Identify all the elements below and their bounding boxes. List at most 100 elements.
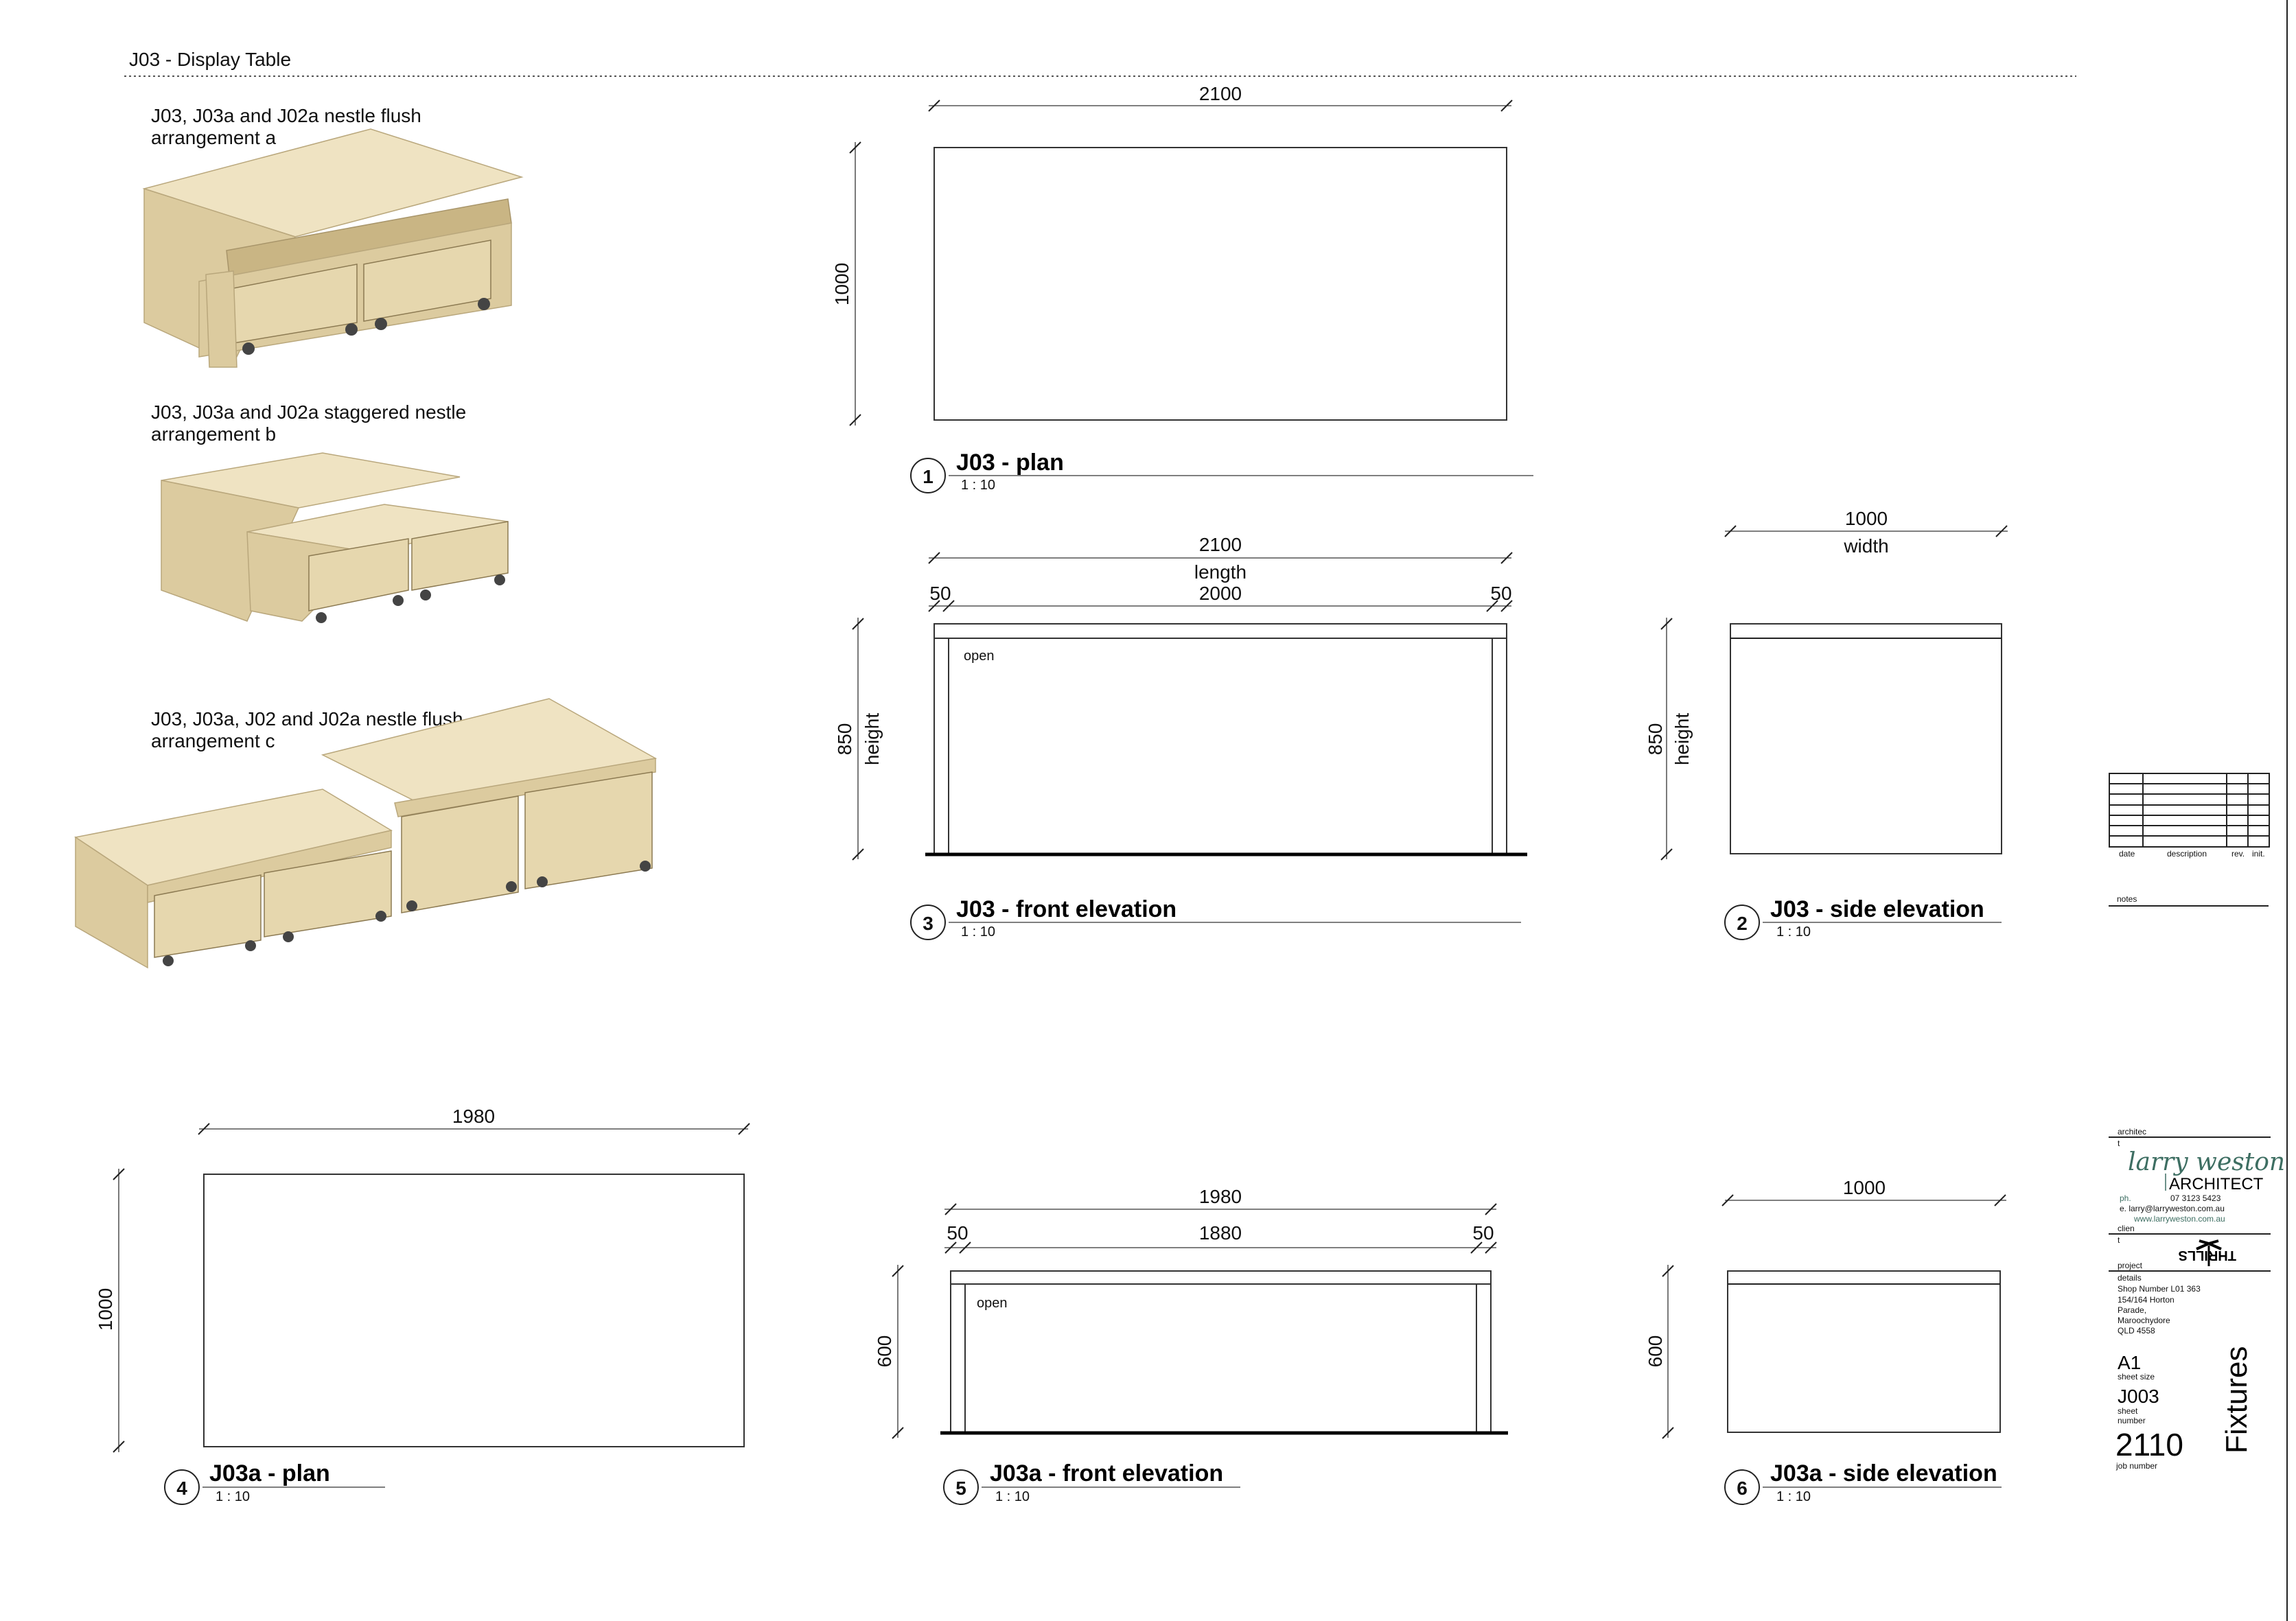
arrangement-b-caption: J03, J03a and J02a staggered nestle <box>151 401 466 423</box>
view-number: 1 <box>923 466 934 487</box>
view-number: 4 <box>176 1478 187 1499</box>
dim-height: 850 <box>834 723 855 756</box>
dim-width: 1000 <box>1843 1177 1886 1198</box>
dim-depth: 1000 <box>95 1288 116 1331</box>
email-link[interactable]: e. larry@larryweston.com.au <box>2120 1204 2225 1213</box>
project-label-cont: details <box>2118 1273 2142 1283</box>
arrangement-c-caption: J03, J03a, J02 and J02a nestle flush <box>151 708 463 730</box>
phone: 07 3123 5423 <box>2170 1193 2221 1203</box>
architect-label: architec <box>2118 1127 2146 1136</box>
col-description: description <box>2167 849 2207 859</box>
view-title: J03a - plan <box>209 1460 330 1486</box>
dim-width: 2100 <box>1199 83 1242 104</box>
view-scale: 1 : 10 <box>1776 924 1811 940</box>
dim-mid: 1880 <box>1199 1222 1242 1244</box>
view-scale: 1 : 10 <box>961 478 995 493</box>
left-leg <box>950 1283 966 1433</box>
sheet-number-label-cont: number <box>2118 1416 2146 1425</box>
revision-table: date description rev. init. notes <box>2109 773 2270 907</box>
view-title: J03 - side elevation <box>1770 896 1984 922</box>
sheet-number-label: sheet <box>2118 1406 2138 1416</box>
view-title: J03a - front elevation <box>990 1460 1223 1486</box>
view-number: 2 <box>1737 913 1748 934</box>
view-scale: 1 : 10 <box>216 1489 250 1504</box>
view-scale: 1 : 10 <box>995 1489 1030 1504</box>
dim-width-label: width <box>1843 535 1888 557</box>
view-title: J03 - front elevation <box>956 896 1176 922</box>
architect-label-cont: t <box>2118 1139 2120 1148</box>
tabletop <box>950 1270 1492 1285</box>
view-number: 6 <box>1737 1478 1748 1499</box>
client-label: clien <box>2118 1224 2135 1233</box>
dim-width: 1980 <box>452 1106 495 1127</box>
project-label: project <box>2118 1261 2143 1270</box>
address-line: 154/164 Horton <box>2118 1295 2175 1305</box>
arrangement-a-label: arrangement a <box>151 127 277 148</box>
job-number-label: job number <box>2115 1461 2157 1471</box>
dim-left: 50 <box>929 583 951 604</box>
dim-height: 600 <box>1645 1336 1666 1368</box>
view-j03-plan: 2100 1000 1 J03 - plan 1 : 10 <box>831 83 1533 493</box>
view-j03-front-elevation: 2100 length 50 2000 50 open 850 height 3… <box>834 534 1527 940</box>
architect-firm: ARCHITECT <box>2169 1175 2264 1193</box>
open-note: open <box>977 1296 1008 1311</box>
dim-height: 850 <box>1645 723 1666 756</box>
sheet-size-label: sheet size <box>2118 1372 2155 1381</box>
arrangement-c: J03, J03a, J02 and J02a nestle flush arr… <box>74 698 658 969</box>
address-line: Parade, <box>2118 1305 2146 1315</box>
address-line: Shop Number L01 363 <box>2118 1284 2201 1294</box>
col-rev: rev. <box>2231 849 2245 859</box>
dim-left: 50 <box>947 1222 968 1244</box>
phone-label: ph. <box>2120 1193 2131 1203</box>
view-number: 5 <box>955 1478 966 1499</box>
arrangement-a-caption: J03, J03a and J02a nestle flush <box>151 105 421 126</box>
dim-right: 50 <box>1472 1222 1494 1244</box>
arrangement-a: J03, J03a and J02a nestle flush arrangem… <box>142 105 524 368</box>
arrangement-c-label: arrangement c <box>151 730 275 751</box>
title-block: architec t larry weston ARCHITECT ph. 07… <box>2109 1127 2285 1471</box>
sheet-number: J003 <box>2118 1386 2159 1407</box>
view-number: 3 <box>923 913 934 934</box>
notes-label: notes <box>2117 894 2137 904</box>
dim-height-label: height <box>1671 713 1693 766</box>
website-link[interactable]: www.larryweston.com.au <box>2133 1214 2225 1224</box>
view-j03-side-elevation: 1000 width 850 height 2 J03 - side eleva… <box>1645 508 2008 940</box>
plan-outline <box>203 1174 745 1447</box>
col-date: date <box>2119 849 2135 859</box>
dim-right: 50 <box>1490 583 1511 604</box>
view-j03a-plan: 1980 1000 4 J03a - plan 1 : 10 <box>95 1106 750 1505</box>
arrangement-b: J03, J03a and J02a staggered nestle arra… <box>151 401 509 623</box>
client-logo-text: THRILLS <box>2179 1248 2236 1263</box>
view-scale: 1 : 10 <box>961 924 995 940</box>
dim-total: 2100 <box>1199 534 1242 555</box>
open-note: open <box>964 649 995 664</box>
address-line: QLD 4558 <box>2118 1326 2155 1336</box>
client-logo: THRILLS <box>2179 1239 2236 1266</box>
dim-height-label: height <box>861 713 883 766</box>
view-title: J03 - plan <box>956 450 1064 476</box>
col-init: init. <box>2252 849 2265 859</box>
arrangement-b-label: arrangement b <box>151 423 276 445</box>
right-leg <box>1492 638 1507 854</box>
side-outline <box>1730 623 2002 854</box>
arrangement-c-render <box>74 698 658 969</box>
dim-total-label: length <box>1194 561 1246 583</box>
plan-outline <box>934 147 1507 421</box>
dim-total: 1980 <box>1199 1186 1242 1207</box>
address-line: Maroochydore <box>2118 1316 2170 1325</box>
dim-depth: 1000 <box>831 263 853 305</box>
left-leg <box>934 638 949 854</box>
sheet-size: A1 <box>2118 1352 2141 1373</box>
view-j03a-front-elevation: 1980 50 1880 50 open 600 5 J03a - front … <box>874 1186 1508 1505</box>
arrangement-a-render <box>142 128 524 368</box>
architect-signature: larry weston <box>2128 1148 2285 1176</box>
arrangement-b-render <box>161 452 509 623</box>
right-leg <box>1476 1283 1492 1433</box>
sheet-title: J03 - Display Table <box>129 49 291 70</box>
dim-width: 1000 <box>1845 508 1888 529</box>
drawing-title: Fixtures <box>2220 1346 2253 1454</box>
tabletop <box>934 623 1507 639</box>
dim-mid: 2000 <box>1199 583 1242 604</box>
dim-height: 600 <box>874 1336 895 1368</box>
